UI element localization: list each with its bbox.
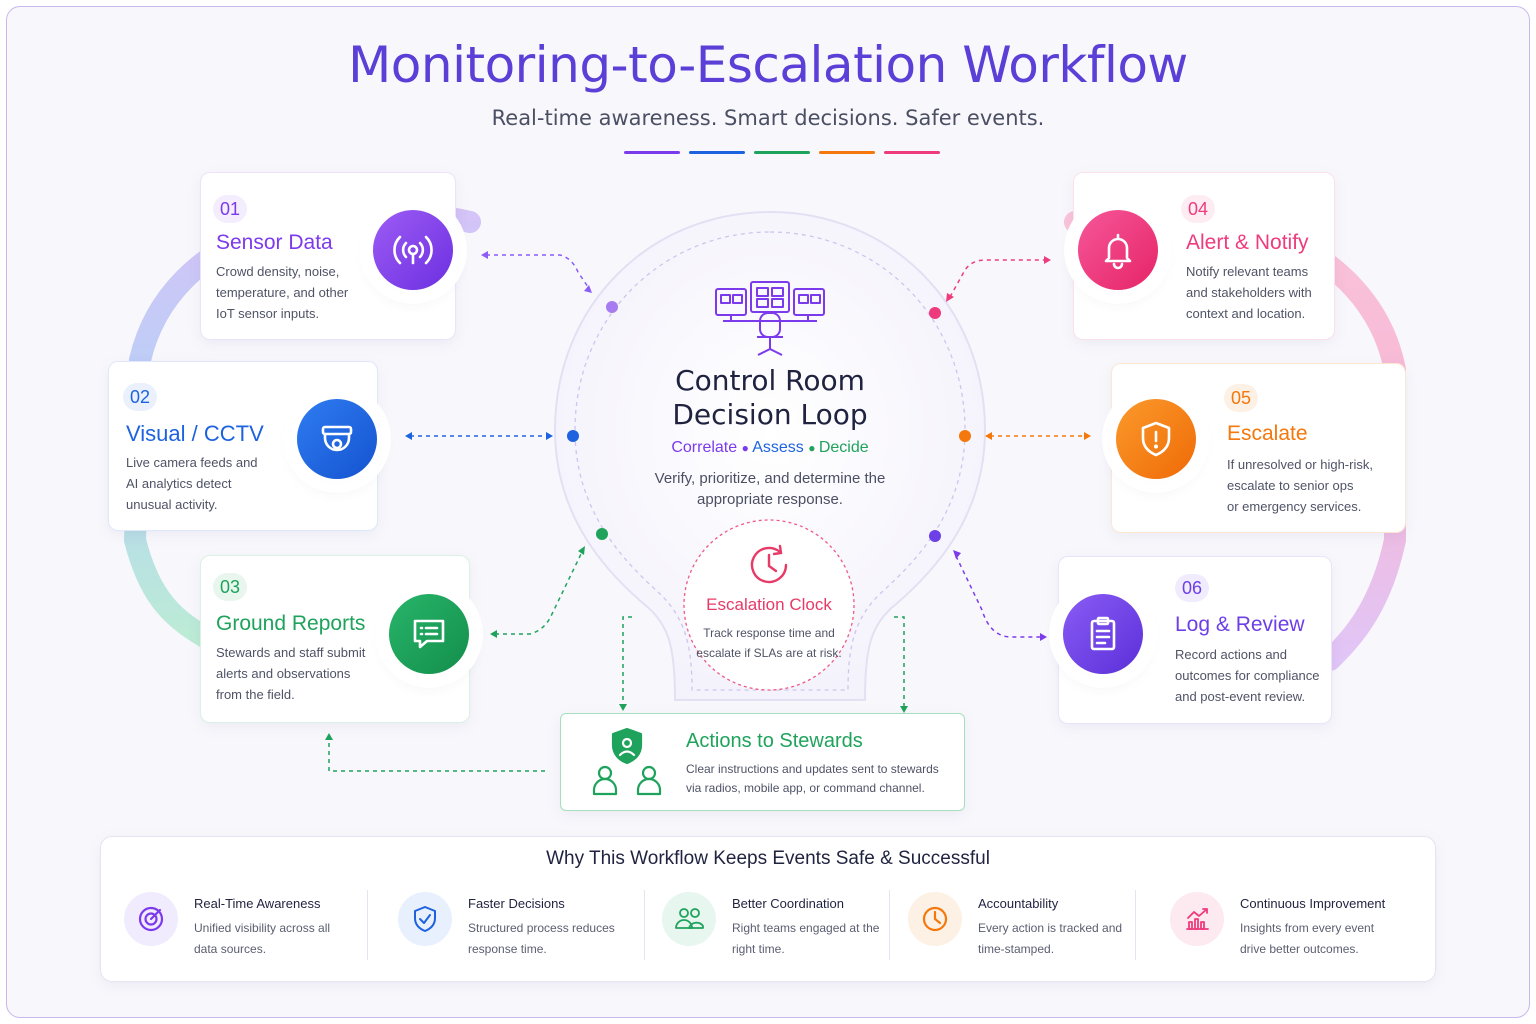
benefit-continuous-improvement: Continuous Improvement Insights from eve… <box>1170 886 1410 966</box>
escalation-clock-description: Track response time and escalate if SLAs… <box>696 626 842 660</box>
why-title: Why This Workflow Keeps Events Safe & Su… <box>546 848 990 869</box>
loop-dot-2 <box>567 430 579 442</box>
step-title: Alert & Notify <box>1186 231 1309 254</box>
accent-bars <box>624 151 940 154</box>
loop-dot-1 <box>606 301 618 313</box>
actions-title: Actions to Stewards <box>686 730 863 752</box>
center-tags: Correlate ● Assess ● Decide <box>671 439 869 456</box>
clipboard-icon <box>1063 594 1143 674</box>
stewards-shield-icon <box>588 726 666 805</box>
loop-dot-6 <box>929 530 941 542</box>
benefit-divider <box>889 890 890 960</box>
step-number: 03 <box>213 573 247 601</box>
benefit-divider <box>644 890 645 960</box>
connector-arrowheads <box>325 251 1091 740</box>
step-number: 06 <box>1175 574 1209 602</box>
step-title: Ground Reports <box>216 612 366 635</box>
step-number: 02 <box>123 383 157 411</box>
benefit-better-coordination: Better Coordination Right teams engaged … <box>662 886 882 966</box>
page-title: Monitoring-to-Escalation Workflow <box>348 36 1188 94</box>
step-description: Crowd density, noise,temperature, and ot… <box>216 264 349 321</box>
clock-icon <box>908 892 962 946</box>
benefit-divider <box>1135 890 1136 960</box>
benefit-divider <box>367 890 368 960</box>
center-description: Verify, prioritize, and determine the ap… <box>654 470 886 508</box>
step-title: Sensor Data <box>216 231 333 254</box>
loop-dot-4 <box>929 307 941 319</box>
step-number: 04 <box>1181 195 1215 223</box>
escalation-clock-title: Escalation Clock <box>706 595 832 614</box>
benefit-faster-decisions: Faster Decisions Structured process redu… <box>398 886 628 966</box>
connector-actions-to-ground <box>328 738 545 772</box>
escalation-clock-ring <box>683 519 855 691</box>
control-room-monitors-icon <box>713 279 827 366</box>
team-icon <box>662 892 716 946</box>
connector-01 <box>486 254 591 291</box>
connector-to-actions-left <box>622 616 632 706</box>
step-title: Visual / CCTV <box>126 421 264 446</box>
step-title: Escalate <box>1227 422 1308 445</box>
center-loop-outline <box>553 210 987 701</box>
bell-icon <box>1078 210 1158 290</box>
connector-04 <box>949 259 1046 298</box>
page-subtitle: Real-time awareness. Smart decisions. Sa… <box>491 106 1045 130</box>
step-number: 01 <box>213 195 247 223</box>
target-icon <box>124 892 178 946</box>
benefit-accountability: Accountability Every action is tracked a… <box>908 886 1128 966</box>
shield-alert-icon <box>1116 399 1196 479</box>
step-title: Log & Review <box>1175 613 1305 636</box>
loop-dot-5 <box>959 430 971 442</box>
sensor-broadcast-icon <box>373 210 453 290</box>
chat-message-icon <box>389 594 469 674</box>
shield-check-icon <box>398 892 452 946</box>
clock-refresh-icon <box>744 540 794 595</box>
loop-dot-3 <box>596 528 608 540</box>
actions-description: Clear instructions and updates sent to s… <box>686 762 939 795</box>
connector-to-actions-right <box>894 616 905 708</box>
step-description: If unresolved or high-risk,escalate to s… <box>1227 457 1373 514</box>
connector-03 <box>495 551 583 635</box>
growth-chart-icon <box>1170 892 1224 946</box>
cctv-camera-icon <box>297 399 377 479</box>
step-number: 05 <box>1224 384 1258 412</box>
connector-06 <box>955 555 1042 638</box>
benefit-real-time-awareness: Real-Time Awareness Unified visibility a… <box>124 886 354 966</box>
